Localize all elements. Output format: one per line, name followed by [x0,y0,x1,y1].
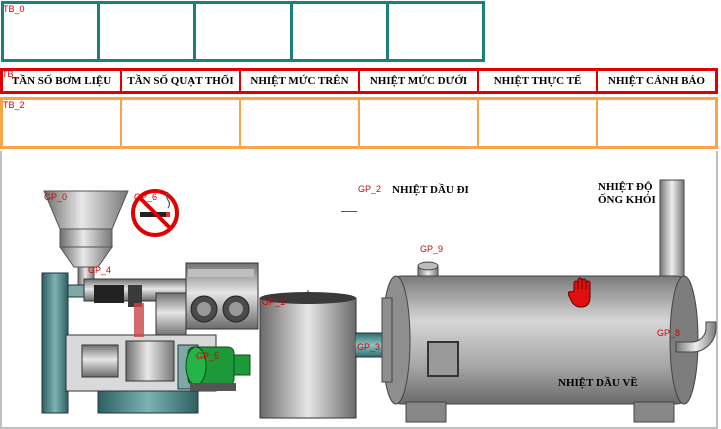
header-pump-frequency: TẦN SỐ BƠM LIỆU [3,71,122,91]
gp8-tag: GP_8 [657,328,681,338]
value-temp-lower[interactable] [360,100,479,146]
gp5-tag: GP_5 [196,351,220,361]
value-temp-actual[interactable] [479,100,598,146]
tb0-cell [196,4,293,59]
tb0-grid [1,1,485,62]
tb0-cell [100,4,197,59]
extruder-machine-graphic [41,190,259,414]
mixing-tank-graphic [259,290,357,419]
tb0-cell [389,4,482,59]
value-pump-frequency[interactable] [3,100,122,146]
chimney-temp-label-line1: NHIỆT ĐỘ [598,181,653,193]
gp0-tag: GP_0 [44,192,68,202]
header-row: TẦN SỐ BƠM LIỆU TẦN SỐ QUẠT THỔI NHIỆT M… [0,68,718,94]
tb0-tag: TB_0 [3,4,25,14]
gp1-tag: GP_1 [262,297,286,307]
alarm-hand-icon[interactable] [568,277,596,311]
pipe-graphic [355,332,385,358]
oil-out-temp-label: NHIỆT DẦU ĐI [392,184,469,196]
gp6-tag: GP_6 [134,192,158,202]
divider-line [341,211,357,212]
header-temp-alarm: NHIỆT CẢNH BÁO [608,75,705,87]
gp3-tag: GP_3 [357,342,381,352]
tb0-cell [293,4,389,59]
boiler-graphic [381,179,717,423]
tb1-tag: TB_ [2,69,19,79]
header-temp-lower: NHIỆT MỨC DƯỚI [360,71,479,91]
tb0-cell [4,4,101,59]
header-fan-frequency: TẦN SỐ QUẠT THỔI [122,71,241,91]
value-temp-upper[interactable] [241,100,360,146]
gp9-tag: GP_9 [420,244,444,254]
header-temp-upper: NHIỆT MỨC TRÊN [241,71,360,91]
value-temp-alarm[interactable] [598,100,715,146]
values-row [0,97,718,149]
gp2-tag: GP_2 [358,184,382,194]
tb2-tag: TB_2 [3,100,25,110]
chimney-temp-label-line2: ỐNG KHÓI [598,194,656,206]
value-fan-frequency[interactable] [122,100,241,146]
oil-return-temp-label: NHIỆT DẦU VỀ [558,377,638,389]
header-temp-actual: NHIỆT THỰC TẾ [479,71,598,91]
no-smoking-icon [131,189,179,237]
gp4-tag: GP_4 [88,265,112,275]
